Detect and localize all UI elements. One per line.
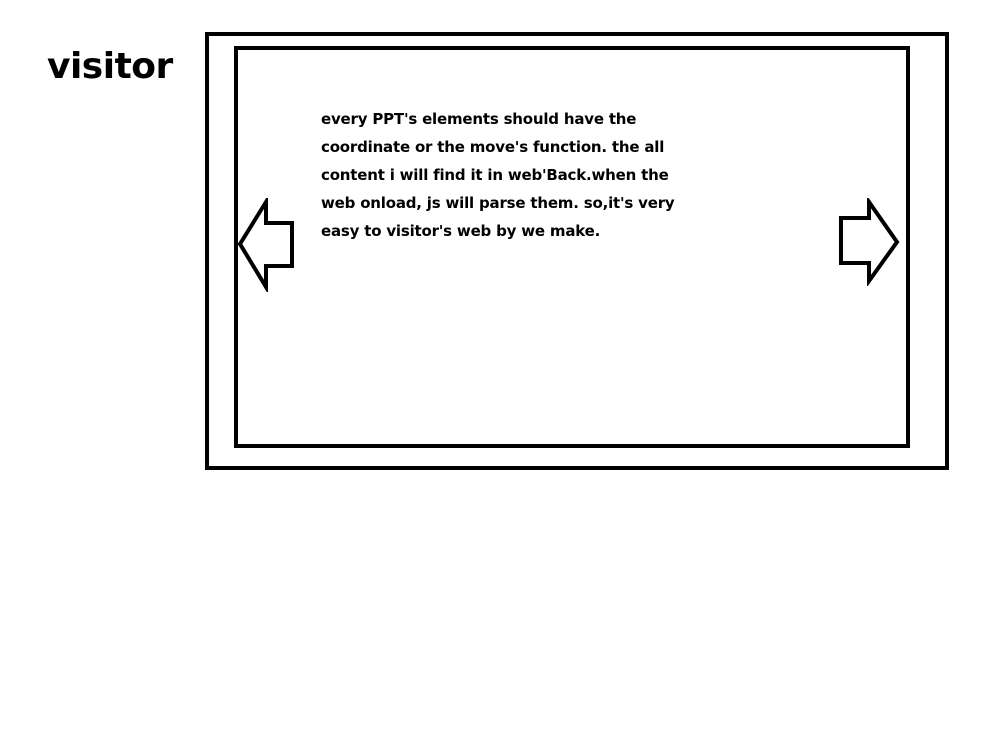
viewer-frame [205, 32, 949, 470]
next-slide-button[interactable] [836, 198, 904, 286]
page-title: visitor [47, 46, 173, 87]
slide-content-text: every PPT's elements should have the coo… [321, 110, 675, 240]
slide-frame [234, 46, 910, 448]
arrow-left-icon [237, 198, 294, 292]
prev-slide-button[interactable] [236, 198, 298, 292]
arrow-right-icon [839, 198, 900, 286]
